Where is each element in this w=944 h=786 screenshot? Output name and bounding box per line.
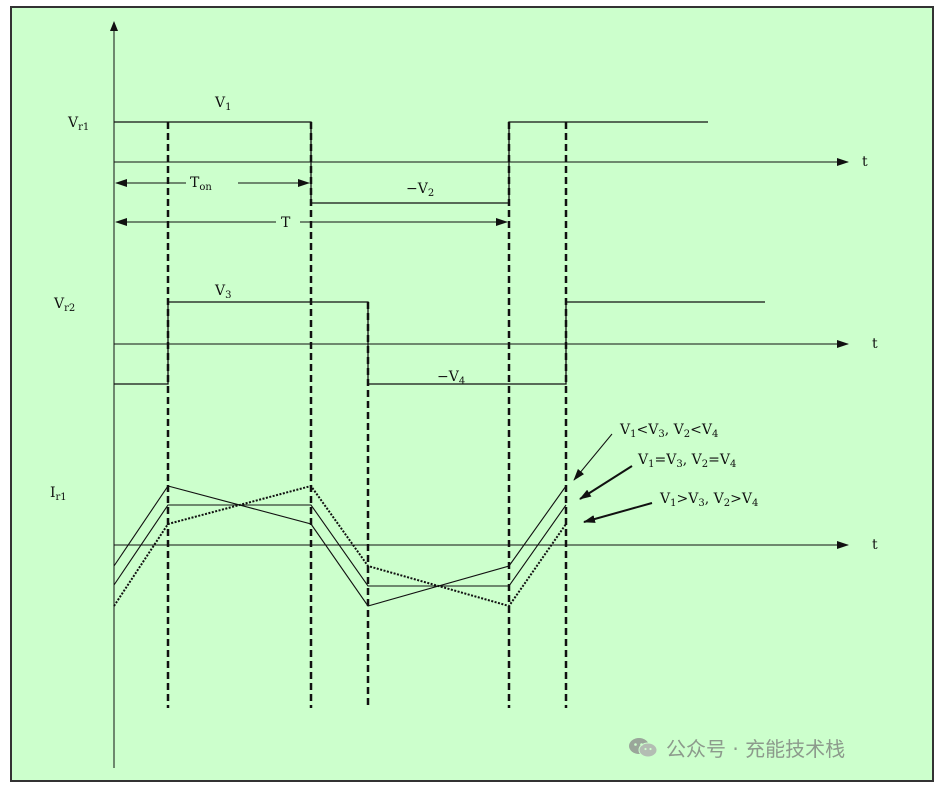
- label-neg-v4: −V4: [437, 369, 465, 387]
- current-waveform-equal: [113, 504, 567, 587]
- label-t-axis-2: t: [872, 336, 878, 352]
- annotation-arrow-equal: [579, 465, 633, 500]
- diagram-frame: [10, 6, 934, 782]
- label-t-axis-3: t: [872, 537, 878, 553]
- label-ir1: Ir1: [50, 485, 67, 503]
- annotation-arrow-less: [573, 433, 613, 481]
- label-period: T: [281, 215, 291, 231]
- label-v1: V1: [214, 95, 232, 113]
- label-vr2: Vr2: [53, 296, 75, 314]
- vr1-waveform: [114, 121, 708, 204]
- watermark: 公众号 · 充能技术栈: [628, 733, 845, 762]
- annotation-arrow-greater: [583, 502, 653, 523]
- label-t-axis-1: t: [862, 154, 868, 170]
- watermark-text: 公众号 · 充能技术栈: [666, 737, 846, 761]
- annotation-greater: V1>V3, V2>V4: [659, 491, 758, 509]
- annotation-less: V1<V3, V2<V4: [619, 422, 718, 440]
- wechat-icon: [628, 737, 658, 759]
- label-ton: Ton: [190, 175, 212, 193]
- dashed-markers: [166, 122, 568, 708]
- current-waveform-greater: [113, 484, 567, 608]
- label-vr1: Vr1: [67, 115, 89, 133]
- label-v3: V3: [214, 283, 232, 301]
- annotation-equal: V1=V3, V2=V4: [637, 452, 736, 470]
- current-waveform-less: [113, 485, 567, 607]
- label-neg-v2: −V2: [406, 181, 434, 199]
